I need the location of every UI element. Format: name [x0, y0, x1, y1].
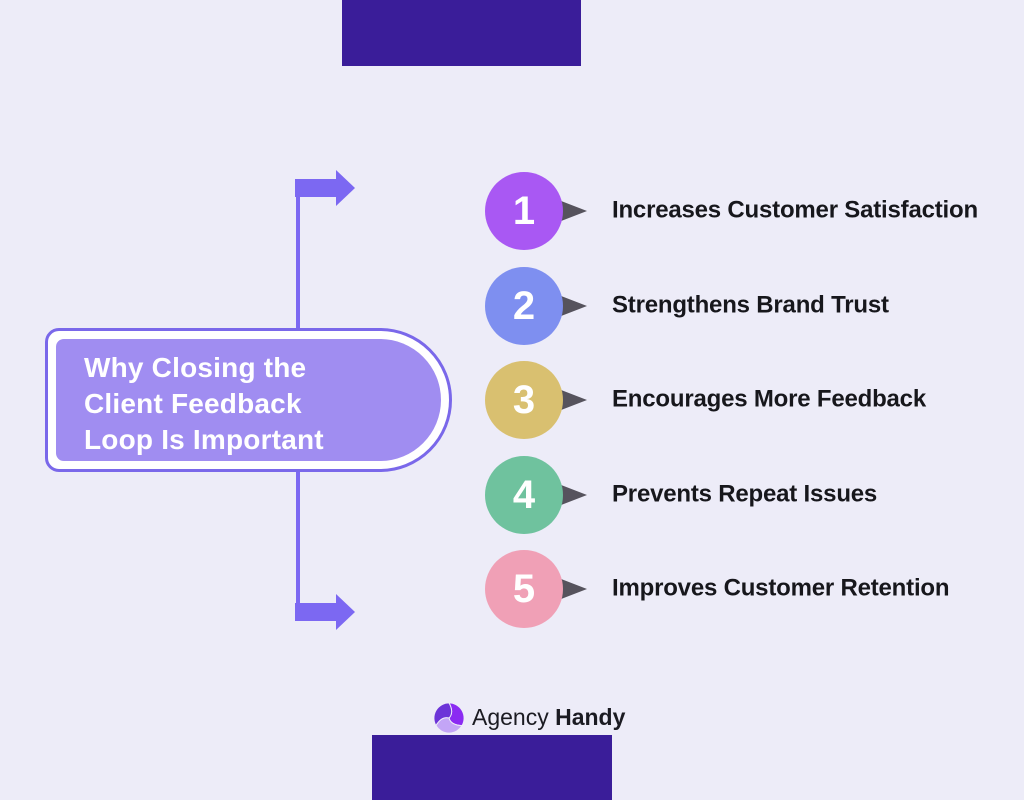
- title-box: Why Closing the Client Feedback Loop Is …: [45, 328, 452, 472]
- top-arrow-head-icon: [336, 170, 355, 206]
- number-badge-1: 1: [485, 172, 563, 250]
- brand-name: Agency Handy: [472, 704, 625, 731]
- item-label-5: Improves Customer Retention: [612, 574, 950, 602]
- brand-name-second: Handy: [555, 704, 626, 730]
- bottom-arrow-head-icon: [336, 594, 355, 630]
- list-item-3: 3 Encourages More Feedback: [485, 361, 1005, 439]
- page-title: Why Closing the Client Feedback Loop Is …: [84, 350, 324, 458]
- title-line-1: Why Closing the: [84, 352, 307, 383]
- top-decor-bar: [342, 0, 581, 66]
- number-badge-4: 4: [485, 456, 563, 534]
- title-line-3: Loop Is Important: [84, 424, 324, 455]
- bottom-arrow-bar: [295, 603, 337, 621]
- title-box-fill: Why Closing the Client Feedback Loop Is …: [56, 339, 441, 461]
- list-item-4: 4 Prevents Repeat Issues: [485, 456, 1005, 534]
- list-item-1: 1 Increases Customer Satisfaction: [485, 172, 1005, 250]
- bottom-decor-bar: [372, 735, 612, 800]
- list-item-2: 2 Strengthens Brand Trust: [485, 267, 1005, 345]
- number-text: 5: [512, 566, 536, 611]
- number-text: 4: [512, 472, 536, 517]
- brand-name-first: Agency: [472, 704, 549, 730]
- number-badge-3: 3: [485, 361, 563, 439]
- item-label-4: Prevents Repeat Issues: [612, 480, 878, 508]
- item-label-2: Strengthens Brand Trust: [612, 291, 889, 319]
- title-line-2: Client Feedback: [84, 388, 302, 419]
- top-arrow-bar: [295, 179, 337, 197]
- number-badge-2: 2: [485, 267, 563, 345]
- number-badge-5: 5: [485, 550, 563, 628]
- item-label-3: Encourages More Feedback: [612, 385, 926, 413]
- item-label-1: Increases Customer Satisfaction: [612, 196, 978, 224]
- number-text: 3: [512, 377, 536, 422]
- brand-logo: Agency Handy: [433, 701, 625, 734]
- number-text: 1: [512, 188, 536, 233]
- list-item-5: 5 Improves Customer Retention: [485, 550, 1005, 628]
- number-text: 2: [512, 283, 536, 328]
- agency-handy-swirl-icon: [433, 701, 465, 734]
